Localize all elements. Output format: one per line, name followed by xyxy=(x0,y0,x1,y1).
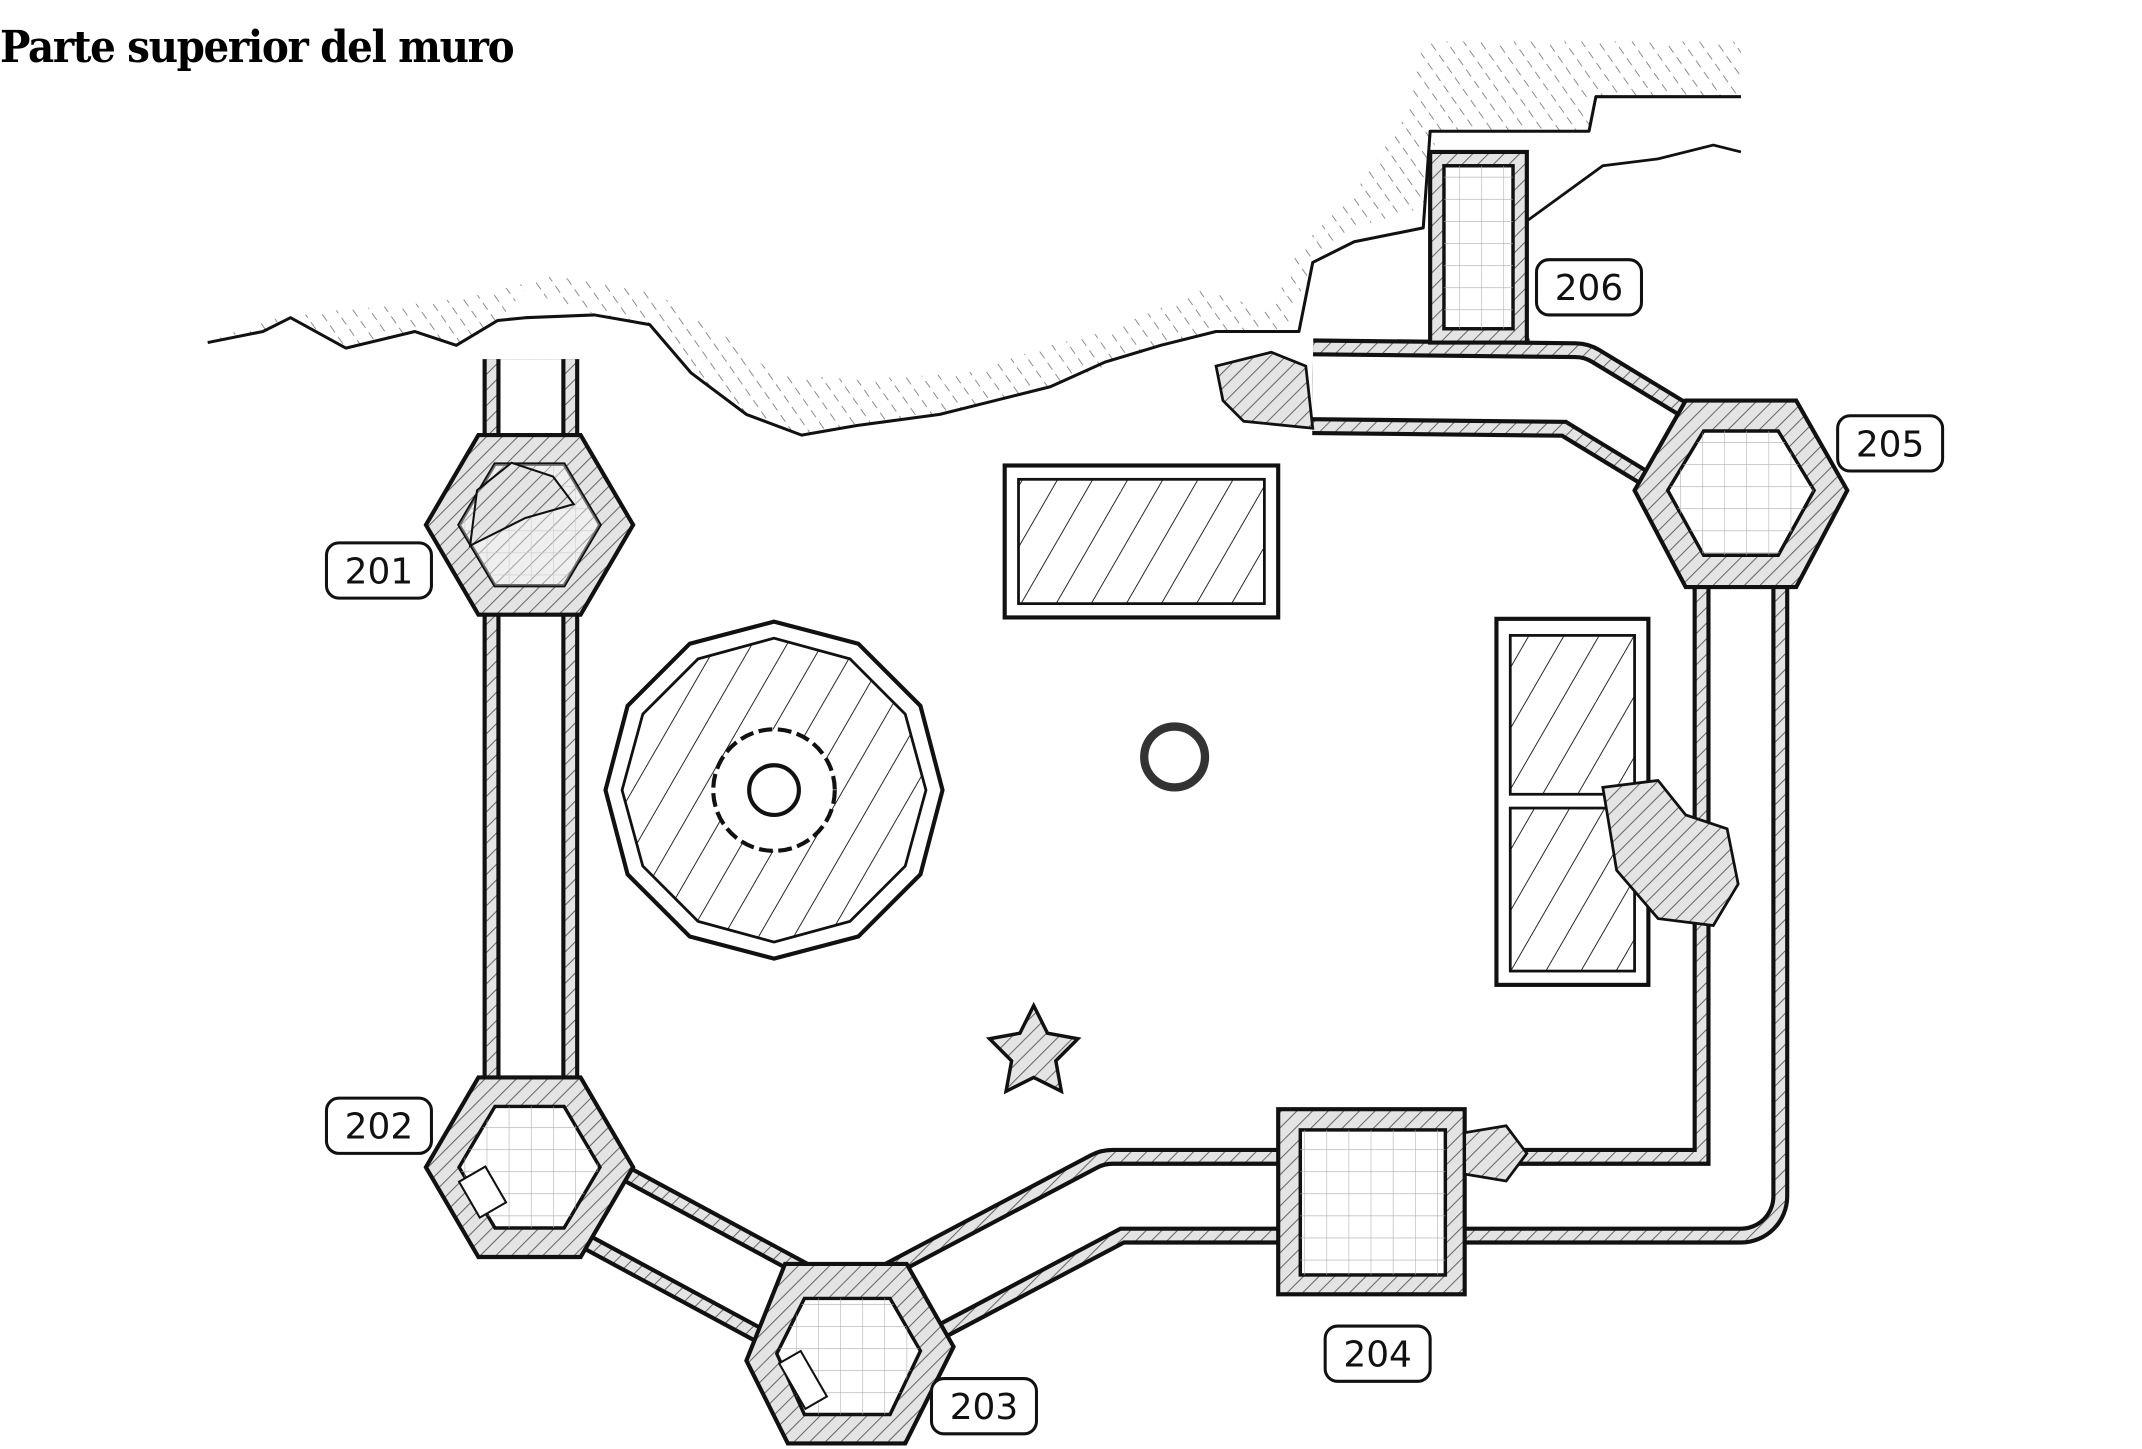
tower-205[interactable] xyxy=(1632,398,1850,590)
tower-203[interactable] xyxy=(744,1261,956,1446)
tower-202[interactable] xyxy=(423,1075,636,1260)
tower-201[interactable] xyxy=(423,433,636,617)
dodecagon-well-structure xyxy=(603,619,945,961)
rubble-icon xyxy=(468,461,576,548)
room-label-206[interactable]: 206 xyxy=(1534,258,1644,317)
room-label-203[interactable]: 203 xyxy=(929,1377,1038,1436)
ring-well-icon xyxy=(1140,722,1210,792)
stairs-icon xyxy=(457,1165,508,1220)
rubble-icon xyxy=(1601,778,1740,927)
tower-204[interactable] xyxy=(1276,1107,1467,1297)
svg-text:206: 206 xyxy=(1555,268,1624,309)
rubble-icon xyxy=(1463,1124,1529,1183)
room-label-204[interactable]: 204 xyxy=(1323,1324,1432,1383)
cliff-edge xyxy=(207,41,1742,437)
svg-text:203: 203 xyxy=(950,1387,1019,1428)
room-label-201[interactable]: 201 xyxy=(324,541,433,600)
svg-text:205: 205 xyxy=(1856,424,1925,465)
rubble-icon xyxy=(1214,350,1315,430)
svg-text:204: 204 xyxy=(1343,1335,1412,1376)
hatched-rectangle-structure xyxy=(1002,463,1281,620)
svg-text:201: 201 xyxy=(345,551,414,592)
room-label-202[interactable]: 202 xyxy=(324,1096,433,1155)
svg-text:202: 202 xyxy=(345,1107,414,1148)
tall-hatched-building xyxy=(1494,616,1740,987)
tower-206[interactable] xyxy=(1428,149,1529,345)
star-shape-icon xyxy=(985,1001,1082,1095)
stairs-icon xyxy=(777,1349,829,1411)
room-label-205[interactable]: 205 xyxy=(1836,414,1945,473)
map-title: Parte superior del muro xyxy=(0,22,515,73)
